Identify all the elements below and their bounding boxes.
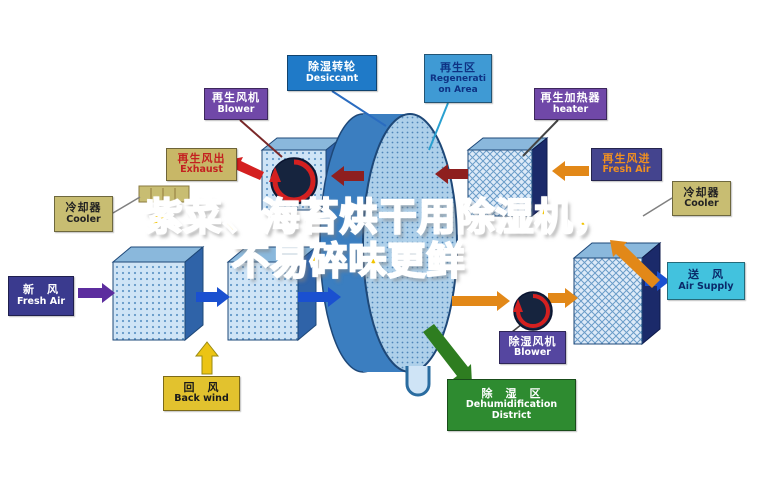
box-heater-front xyxy=(467,149,533,217)
label-regen-area: 再生区 Regenerati on Area xyxy=(424,54,492,103)
watermark: 紫菜、海苔烘干用除湿机， 不易碎味更鲜 xyxy=(0,194,757,283)
label-back-wind-zh: 回 风 xyxy=(183,380,220,394)
regen-fan-swirl xyxy=(272,159,316,203)
arrow-back-wind-up xyxy=(194,341,220,375)
leader-cooler-left xyxy=(112,196,141,214)
label-desiccant-en: Desiccant xyxy=(305,72,359,84)
label-regen-area-zh: 再生区 xyxy=(440,60,476,74)
regen-fan-swirl-arrowhead xyxy=(269,167,281,182)
label-air-supply-en: Air Supply xyxy=(678,280,734,292)
leader-cooler-right xyxy=(642,197,673,217)
arrow-into-mid-box xyxy=(196,287,230,307)
label-fresh-air: 新 风 Fresh Air xyxy=(8,276,74,316)
label-fresh-air-en: Fresh Air xyxy=(16,295,66,307)
leader-lines xyxy=(112,90,673,333)
arrow-fresh-air-in xyxy=(78,283,115,303)
leader-regen-heater xyxy=(522,119,559,157)
label-regen-heater-en: heater xyxy=(552,103,589,115)
regen-fan xyxy=(269,157,318,205)
label-exhaust-zh: 再生风出 xyxy=(177,151,226,165)
box-mid-front xyxy=(227,261,299,341)
label-back-wind-en: Back wind xyxy=(174,393,229,405)
dehum-fan xyxy=(513,291,553,331)
watermark-line-1: 紫菜、海苔烘干用除湿机， xyxy=(143,194,613,239)
box-left-front xyxy=(112,261,186,341)
leader-regen-blower xyxy=(239,119,283,158)
arrow-to-dehum-district xyxy=(423,324,472,384)
label-dehum-blower-en: Blower xyxy=(514,347,551,359)
label-desiccant-zh: 除湿转轮 xyxy=(308,60,356,74)
label-cooler-right: 冷却器 Cooler xyxy=(672,181,731,216)
label-fresh-air-zh: 新 风 xyxy=(23,283,59,297)
label-regen-blower-en: Blower xyxy=(217,103,255,115)
label-cooler-right-zh: 冷却器 xyxy=(683,185,720,199)
label-exhaust: 再生风出 Exhaust xyxy=(166,148,237,181)
label-air-supply-zh: 送 风 xyxy=(688,268,724,282)
label-dehum-blower-zh: 除湿风机 xyxy=(508,334,557,348)
label-regen-blower: 再生风机 Blower xyxy=(204,88,268,120)
label-regen-fresh-air: 再生风进 Fresh Air xyxy=(591,148,662,181)
label-air-supply: 送 风 Air Supply xyxy=(667,262,745,300)
leader-desiccant xyxy=(331,90,387,127)
label-cooler-left-zh: 冷却器 xyxy=(65,201,102,215)
label-desiccant: 除湿转轮 Desiccant xyxy=(287,55,377,91)
box-right-front xyxy=(573,257,643,345)
arrow-heater-to-rotor xyxy=(435,164,468,184)
label-regen-heater: 再生加热器 heater xyxy=(534,88,607,120)
label-cooler-right-en: Cooler xyxy=(684,198,719,210)
label-dehum-district-en2: District xyxy=(491,410,532,422)
arrow-into-right-box xyxy=(548,288,578,308)
cooler-coil-fins xyxy=(150,188,176,200)
label-dehum-district-en1: Dehumidification xyxy=(465,399,558,411)
leader-regen-area xyxy=(428,102,449,151)
dehum-fan-swirl-arrowhead xyxy=(513,299,523,312)
label-dehum-district-zh: 除 湿 区 xyxy=(481,386,542,400)
watermark-line-2: 不易碎味更鲜 xyxy=(230,238,466,283)
label-regen-fresh-air-en: Fresh Air xyxy=(602,164,651,176)
label-regen-blower-zh: 再生风机 xyxy=(212,91,260,105)
arrow-rotor-to-fan xyxy=(331,166,364,186)
arrow-to-exhaust xyxy=(228,157,264,180)
arrows-purple xyxy=(78,283,115,303)
dehum-fan-swirl xyxy=(516,294,550,328)
label-dehum-blower: 除湿风机 Blower xyxy=(499,331,566,364)
label-cooler-left: 冷却器 Cooler xyxy=(54,196,113,232)
label-regen-area-en1: Regenerati xyxy=(430,74,486,85)
rotor-drain-tube xyxy=(405,366,431,397)
label-regen-fresh-air-zh: 再生风进 xyxy=(602,151,651,165)
arrows-yellow xyxy=(194,341,220,375)
arrow-dry-air-out xyxy=(452,291,510,311)
label-exhaust-en: Exhaust xyxy=(180,164,223,176)
arrow-regen-intake-top xyxy=(552,161,589,181)
arrow-into-rotor xyxy=(298,287,341,307)
label-cooler-left-en: Cooler xyxy=(66,213,101,225)
label-back-wind: 回 风 Back wind xyxy=(163,376,240,411)
arrows-red xyxy=(228,157,264,180)
arrow-regen-intake-diagonal xyxy=(610,240,660,288)
cooler-coil-component xyxy=(138,185,190,203)
label-dehum-district: 除 湿 区 Dehumidification District xyxy=(447,379,576,431)
label-regen-heater-zh: 再生加热器 xyxy=(540,91,601,105)
arrows-orange xyxy=(452,161,660,311)
arrows-dark-red xyxy=(331,164,468,186)
arrows-green xyxy=(423,324,472,384)
label-regen-area-en2: on Area xyxy=(438,84,478,95)
